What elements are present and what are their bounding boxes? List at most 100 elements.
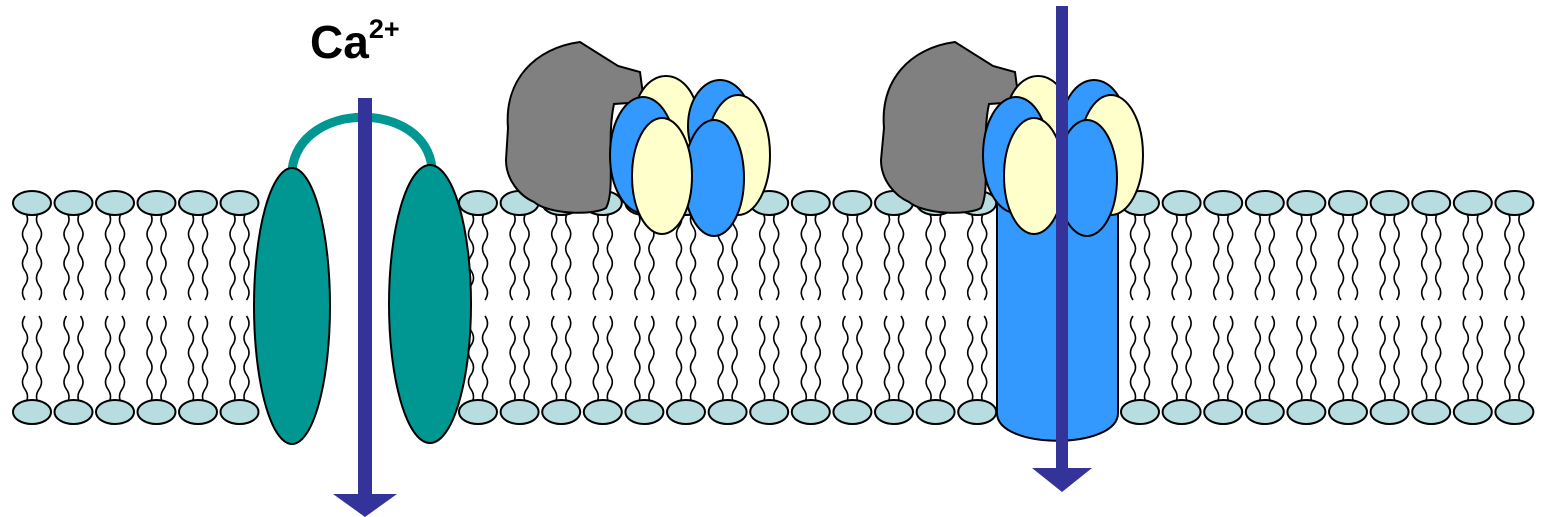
lipid-tail: [1255, 316, 1274, 404]
lipid-tail: [230, 212, 249, 300]
lipid-head: [179, 400, 217, 424]
lipid-head: [625, 400, 663, 424]
lipid-tail: [510, 316, 529, 404]
lipid-head: [1495, 400, 1533, 424]
lipid-head: [138, 191, 176, 215]
lipid-head: [1163, 400, 1201, 424]
lipid-head: [833, 400, 871, 424]
lipid-tail: [1214, 212, 1233, 300]
lipid-tail: [64, 316, 83, 404]
lipid-tail: [1131, 316, 1150, 404]
lipid-head: [542, 400, 580, 424]
lipid-tail: [593, 212, 612, 300]
lipid-tail: [1172, 316, 1191, 404]
lipid-tail: [1422, 212, 1441, 300]
lipid-tail: [1505, 316, 1524, 404]
lipid-tail: [593, 316, 612, 404]
lipid-tail: [968, 212, 987, 300]
lipid-tail: [885, 316, 904, 404]
lipid-head: [55, 191, 93, 215]
lipid-tail: [760, 212, 779, 300]
channel-subunit-left: [254, 168, 330, 444]
lipid-tail: [718, 316, 737, 404]
lipid-head: [792, 400, 830, 424]
lipid-tail: [106, 212, 125, 300]
lipid-head: [875, 400, 913, 424]
lipid-tail: [1131, 212, 1150, 300]
receptor-channel-complex-right: [881, 42, 1143, 441]
lipid-head: [750, 400, 788, 424]
lipid-tail: [1297, 316, 1316, 404]
lipid-tail: [801, 316, 820, 404]
lipid-tail: [189, 212, 208, 300]
lipid-tail: [1339, 316, 1358, 404]
lipid-tail: [1380, 316, 1399, 404]
cream-subunit: [1004, 118, 1064, 234]
lipid-head: [13, 191, 51, 215]
lipid-tail: [1255, 212, 1274, 300]
lipid-head: [1246, 400, 1284, 424]
lipid-tail: [230, 316, 249, 404]
lipid-tail: [677, 316, 696, 404]
lipid-tail: [1297, 212, 1316, 300]
lipid-tail: [843, 316, 862, 404]
lipid-tail: [801, 212, 820, 300]
lipid-tail: [552, 316, 571, 404]
lipid-head: [1163, 191, 1201, 215]
lipid-head: [1329, 400, 1367, 424]
lipid-head: [958, 400, 996, 424]
blue-subunit: [684, 120, 744, 236]
lipid-tail: [147, 212, 166, 300]
lipid-tail: [1172, 212, 1191, 300]
lipid-tail: [926, 316, 945, 404]
lipid-head: [459, 400, 497, 424]
channel-subunit-right: [389, 165, 471, 443]
lipid-head: [138, 400, 176, 424]
lipid-tail: [926, 212, 945, 300]
lipid-head: [1454, 191, 1492, 215]
lipid-head: [1371, 400, 1409, 424]
lipid-head: [584, 400, 622, 424]
lipid-head: [1371, 191, 1409, 215]
calcium-flux-arrow: [333, 98, 397, 517]
lipid-tail: [1339, 212, 1358, 300]
lipid-head: [1121, 400, 1159, 424]
lipid-head: [1287, 400, 1325, 424]
lipid-tail: [147, 316, 166, 404]
lipid-head: [833, 191, 871, 215]
lipid-tail: [189, 316, 208, 404]
lipid-tail: [510, 212, 529, 300]
lipid-tail: [1463, 212, 1482, 300]
lipid-head: [1204, 400, 1242, 424]
lipid-tail: [23, 212, 42, 300]
lipid-head: [96, 191, 134, 215]
lipid-tail: [1505, 212, 1524, 300]
lipid-head: [792, 191, 830, 215]
lipid-tail: [635, 316, 654, 404]
lipid-tail: [843, 212, 862, 300]
lipid-head: [1495, 191, 1533, 215]
lipid-tail: [968, 316, 987, 404]
lipid-head: [1329, 191, 1367, 215]
lipid-tail: [106, 316, 125, 404]
lipid-head: [1412, 400, 1450, 424]
lipid-head: [1204, 191, 1242, 215]
lipid-tail: [64, 212, 83, 300]
lipid-head: [96, 400, 134, 424]
lipid-tail: [885, 212, 904, 300]
lipid-tail: [1463, 316, 1482, 404]
lipid-head: [1454, 400, 1492, 424]
lipid-tail: [1422, 316, 1441, 404]
lipid-tail: [1214, 316, 1233, 404]
lipid-head: [709, 400, 747, 424]
lipid-head: [1287, 191, 1325, 215]
lipid-head: [459, 191, 497, 215]
lipid-head: [1412, 191, 1450, 215]
lipid-head: [667, 400, 705, 424]
lipid-head: [501, 400, 539, 424]
receptor-complex-left: [506, 42, 770, 236]
lipid-tail: [677, 212, 696, 300]
lipid-head: [179, 191, 217, 215]
lipid-tail: [23, 316, 42, 404]
